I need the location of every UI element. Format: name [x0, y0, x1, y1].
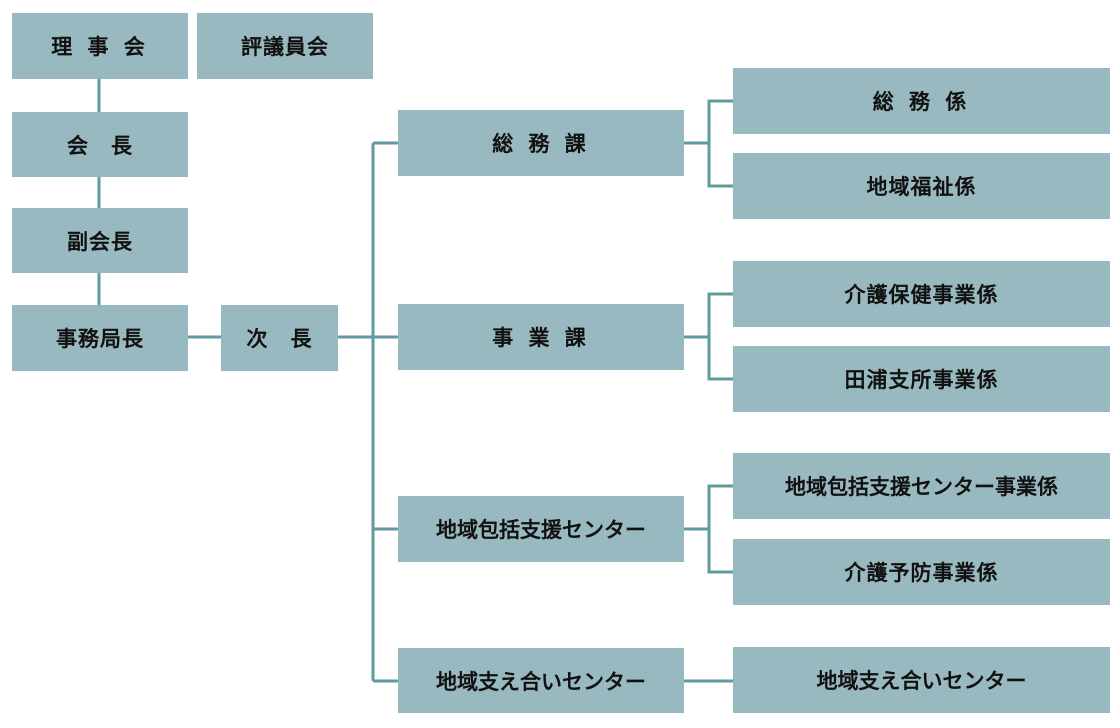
box-taura-shisho-jigyo-kakari: 田浦支所事業係	[733, 346, 1110, 412]
box-chiiki-fukushi-kakari: 地域福祉係	[733, 153, 1110, 219]
box-hyogiinkai: 評議員会	[197, 13, 373, 79]
box-chiiki-sasaeai-center: 地域支え合いセンター	[398, 648, 684, 713]
box-kaigo-hoken-jigyo-kakari: 介護保健事業係	[733, 261, 1110, 327]
connector-jigyoka-bracket	[707, 292, 733, 381]
box-chiiki-hokatsu-center-jigyo-kakari: 地域包括支援センター事業係	[733, 453, 1110, 519]
box-jicho: 次 長	[221, 305, 338, 371]
connector-somuka-bracket	[707, 99, 733, 188]
box-fukukaicho: 副会長	[12, 208, 188, 273]
box-somu-kakari: 総 務 係	[733, 68, 1110, 134]
box-jimukyokucho: 事務局長	[12, 305, 188, 371]
box-somuka: 総 務 課	[398, 110, 684, 176]
connector-hokatsu-bracket	[707, 484, 733, 574]
box-rijikai: 理 事 会	[12, 13, 188, 79]
box-kaigo-yobo-jigyo-kakari: 介護予防事業係	[733, 539, 1110, 605]
box-jigyoka: 事 業 課	[398, 304, 684, 370]
box-kaicho: 会 長	[12, 112, 188, 177]
box-chiiki-hokatsu-center: 地域包括支援センター	[398, 496, 684, 562]
box-chiiki-sasaeai-center-unit: 地域支え合いセンター	[733, 647, 1110, 713]
